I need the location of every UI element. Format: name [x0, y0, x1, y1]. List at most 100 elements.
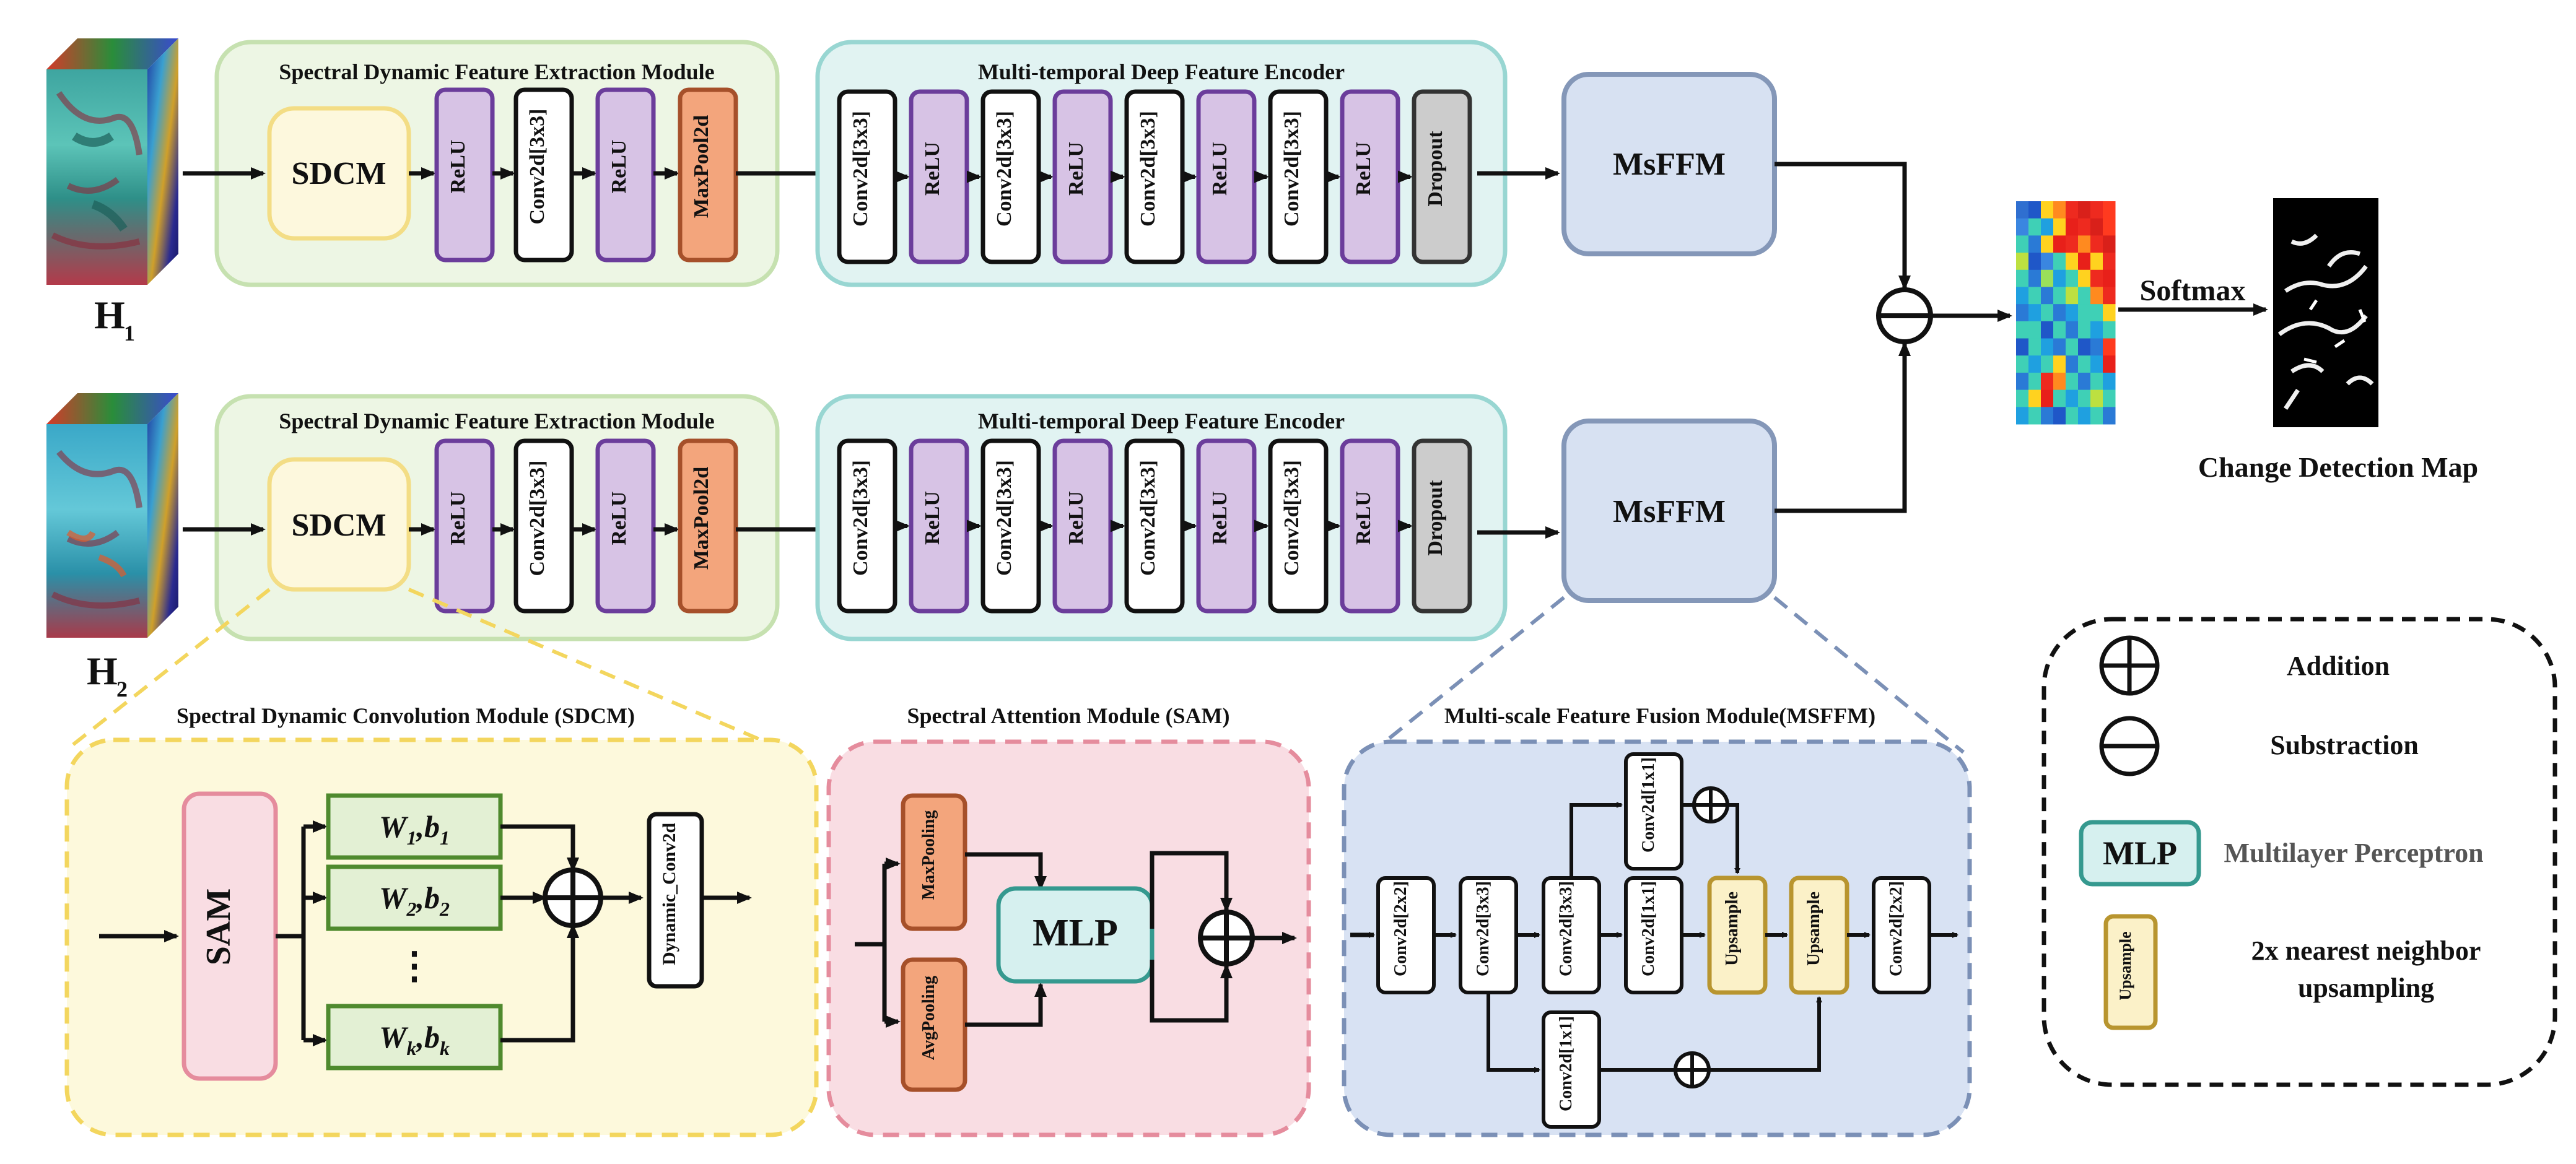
heatmap-cell: [2053, 321, 2066, 339]
heatmap-cell: [2078, 407, 2091, 425]
heatmap-cell: [2078, 355, 2091, 373]
heatmap-cell: [2078, 218, 2091, 236]
row1-encoder-block-2: Conv2d[3x3]: [980, 89, 1041, 264]
row2-msffm-block: MsFFM: [1561, 419, 1777, 603]
row2-encoder-block-8: Dropout: [1412, 438, 1472, 614]
heatmap-cell: [2103, 201, 2116, 219]
heatmap-cell: [2078, 235, 2091, 253]
svg-text:ReLU: ReLU: [921, 142, 944, 196]
heatmap-cell: [2016, 355, 2029, 373]
heatmap-cell: [2053, 253, 2066, 271]
svg-text:Upsample: Upsample: [1804, 892, 1823, 966]
heatmap-cell: [2066, 235, 2079, 253]
svg-text:Conv2d[1x1]: Conv2d[1x1]: [1639, 757, 1658, 853]
heatmap-cell: [2078, 389, 2091, 407]
row2-sdfem-title: Spectral Dynamic Feature Extraction Modu…: [279, 409, 714, 433]
legend-addition-icon: [2099, 635, 2160, 696]
msffm-addition-bottom: [1674, 1051, 1711, 1088]
svg-text:1: 1: [124, 321, 135, 345]
heatmap-cell: [2078, 338, 2091, 356]
sdcm-dynamic-conv-block: Dynamic_Conv2d: [647, 812, 704, 989]
svg-text:Conv2d[3x3]: Conv2d[3x3]: [1137, 111, 1159, 227]
svg-text:Conv2d[3x3]: Conv2d[3x3]: [1280, 460, 1303, 576]
heatmap-cell: [2041, 218, 2054, 236]
svg-text:ReLU: ReLU: [1065, 142, 1088, 196]
row1-msffm-block: MsFFM: [1561, 72, 1777, 256]
msffm-conv1x1-bottom: Conv2d[1x1]: [1542, 1010, 1601, 1129]
row1-conv-1: Conv2d[3x3]: [513, 87, 574, 263]
heatmap-cell: [2041, 269, 2054, 287]
heatmap-cell: [2090, 321, 2103, 339]
row1-sdfem-title: Spectral Dynamic Feature Extraction Modu…: [279, 59, 714, 84]
svg-text:AvgPooling: AvgPooling: [919, 976, 938, 1060]
sdcm-zoom-line-right: [408, 588, 769, 745]
input-cube-h2: [46, 393, 178, 638]
heatmap-cell: [2078, 372, 2091, 391]
row1-encoder-block-4: Conv2d[3x3]: [1124, 89, 1185, 264]
heatmap-cell: [2078, 253, 2091, 271]
svg-text:SDCM: SDCM: [291, 508, 386, 543]
heatmap-cell: [2016, 321, 2029, 339]
svg-text:Upsample: Upsample: [1722, 892, 1742, 966]
svg-text:Conv2d[3x3]: Conv2d[3x3]: [526, 108, 549, 224]
sam-maxpooling-block: MaxPooling: [901, 793, 967, 931]
svg-text:Conv2d[3x3]: Conv2d[3x3]: [526, 460, 549, 576]
svg-text:ReLU: ReLU: [447, 140, 469, 194]
heatmap-cell: [2041, 321, 2054, 339]
legend-addition-label: Addition: [2287, 651, 2390, 681]
legend-subtraction-label: Substraction: [2270, 730, 2419, 760]
row2-encoder-block-6: Conv2d[3x3]: [1268, 438, 1329, 614]
heatmap-cell: [2066, 304, 2079, 322]
row2-encoder-block-0: Conv2d[3x3]: [837, 438, 897, 614]
subtraction-operator: [1876, 287, 1933, 344]
row2-conv-1: Conv2d[3x3]: [513, 438, 574, 614]
heatmap-cell: [2053, 355, 2066, 373]
svg-text:Conv2d[3x3]: Conv2d[3x3]: [993, 460, 1016, 576]
row1-encoder-block-5: ReLU: [1196, 89, 1257, 264]
row2-sdcm-block: SDCM: [267, 457, 411, 592]
heatmap-cell: [2016, 304, 2029, 322]
msffm-zoom-line-left: [1371, 596, 1565, 754]
heatmap-cell: [2103, 304, 2116, 322]
heatmap-cell: [2103, 269, 2116, 287]
heatmap-cell: [2078, 201, 2091, 219]
change-heatmap: [2016, 201, 2116, 425]
heatmap-cell: [2078, 321, 2091, 339]
sam-addition-operator: [1198, 910, 1255, 966]
svg-text:MsFFM: MsFFM: [1613, 147, 1726, 182]
heatmap-cell: [2090, 338, 2103, 356]
heatmap-cell: [2090, 253, 2103, 271]
sdcm-detail-title: Spectral Dynamic Convolution Module (SDC…: [177, 703, 635, 728]
heatmap-cell: [2028, 287, 2041, 305]
heatmap-cell: [2016, 287, 2029, 305]
row1-encoder-block-7: ReLU: [1340, 89, 1400, 264]
row2-maxpool: MaxPool2d: [678, 438, 738, 614]
heatmap-cell: [2066, 389, 2079, 407]
svg-text:MaxPool2d: MaxPool2d: [690, 115, 713, 218]
row2-encoder-block-4: Conv2d[3x3]: [1124, 438, 1185, 614]
svg-text:SAM: SAM: [199, 888, 238, 965]
svg-text:Conv2d[1x1]: Conv2d[1x1]: [1557, 1016, 1576, 1111]
msffm-detail-title: Multi-scale Feature Fusion Module(MSFFM): [1444, 703, 1875, 728]
msffm-upsample-1: Upsample: [1707, 875, 1768, 995]
row1-encoder-block-1: ReLU: [909, 89, 969, 264]
sam-detail-title: Spectral Attention Module (SAM): [907, 703, 1230, 728]
svg-text:MLP: MLP: [2103, 835, 2177, 872]
heatmap-cell: [2016, 407, 2029, 425]
heatmap-cell: [2066, 355, 2079, 373]
msffm-conv2x2-out: Conv2d[2x2]: [1872, 876, 1931, 994]
sdcm-sam-block: SAM: [181, 791, 278, 1081]
heatmap-cell: [2090, 287, 2103, 305]
row2-encoder-block-2: Conv2d[3x3]: [980, 438, 1041, 614]
input-cube-h1: [46, 38, 178, 285]
heatmap-cell: [2041, 235, 2054, 253]
msffm-zoom-line-right: [1773, 596, 1965, 754]
heatmap-cell: [2053, 201, 2066, 219]
svg-text:Dropout: Dropout: [1424, 131, 1447, 207]
change-detection-map-label: Change Detection Map: [2198, 451, 2478, 483]
heatmap-cell: [2053, 269, 2066, 287]
heatmap-cell: [2016, 372, 2029, 391]
heatmap-cell: [2078, 304, 2091, 322]
sdcm-weight-1: W1,b1: [326, 793, 503, 860]
